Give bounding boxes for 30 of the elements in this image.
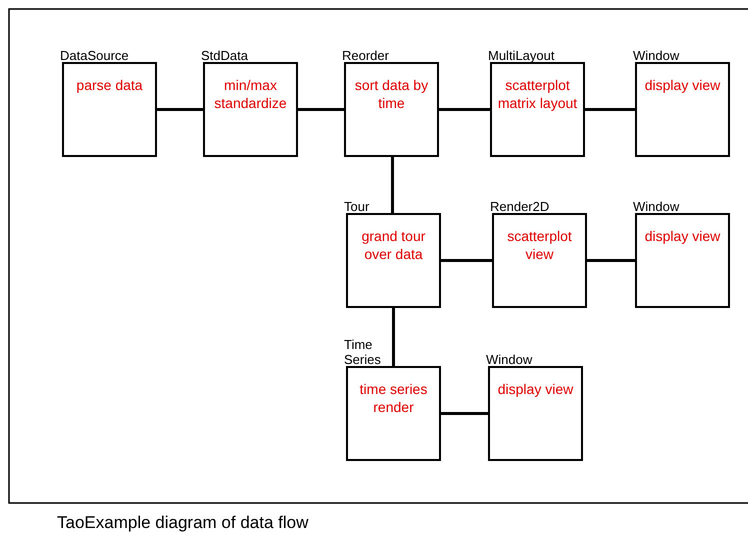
component-name: Render2D [490, 200, 550, 214]
connector-line [587, 259, 635, 262]
component-name: DataSource [60, 48, 129, 63]
connector-line [439, 108, 490, 111]
component-description: min/max standardize [213, 76, 288, 112]
component-name: Window [633, 200, 680, 214]
component-description: time series render [358, 380, 428, 416]
component-name: Window [633, 48, 680, 63]
component-description: scatterplot matrix layout [496, 76, 578, 112]
component-name: Time Series [344, 338, 382, 367]
component-description: parse data [75, 76, 144, 94]
component-name: Window [486, 352, 532, 367]
caption: TaoExample diagram of data flow [57, 513, 308, 533]
connector-line [441, 259, 492, 262]
component-name: Reorder [342, 48, 389, 63]
connector-line [157, 108, 203, 111]
component-name: Tour [344, 200, 370, 214]
component-description: display view [496, 380, 574, 398]
connector-line [392, 308, 395, 366]
component-description: display view [644, 227, 722, 246]
connector-line [298, 108, 344, 111]
connector-line [441, 412, 488, 415]
connector-line [391, 157, 394, 213]
component-description: sort data by time [354, 76, 430, 112]
component-description: display view [644, 76, 722, 94]
component-description: grand tour over data [360, 227, 426, 264]
component-name: StdData [201, 48, 248, 63]
component-name: MultiLayout [488, 48, 554, 63]
component-description: scatterplot view [506, 227, 573, 264]
connector-line [585, 108, 635, 111]
